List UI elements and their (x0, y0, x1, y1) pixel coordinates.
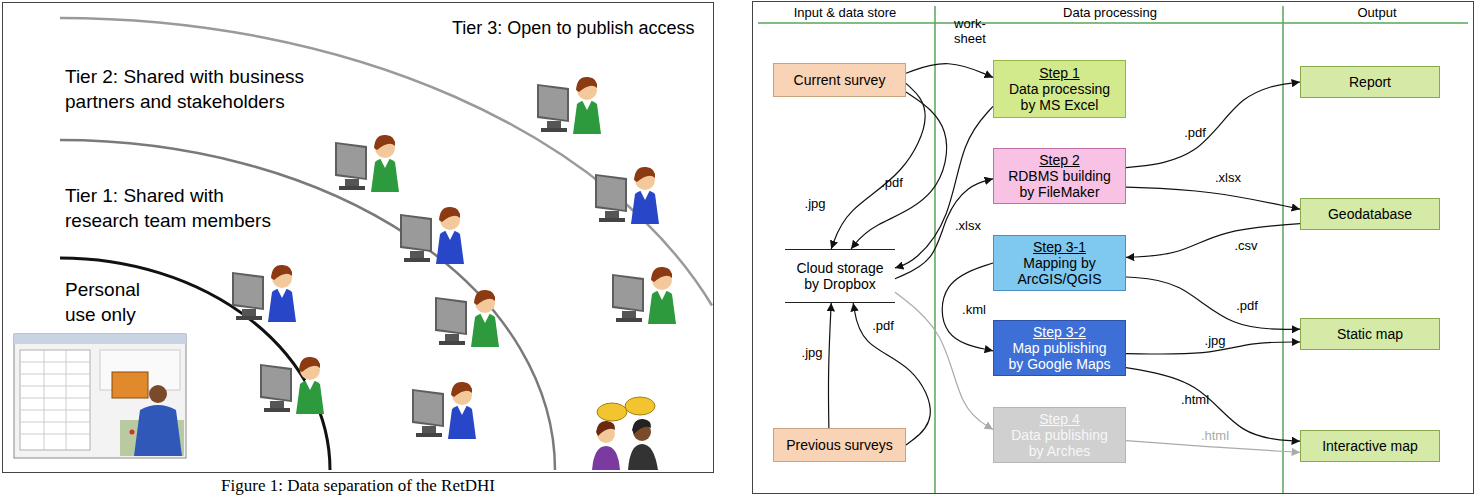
edge-label: .kml (958, 302, 990, 317)
box-text: Geodatabase (1328, 206, 1412, 222)
edge-label: work-sheet (948, 16, 992, 46)
box-text: RDBMS building by FileMaker (1006, 168, 1113, 200)
user-icon (400, 207, 464, 264)
box-text: Mapping by ArcGIS/QGIS (1006, 255, 1113, 287)
data-store: Cloud storage by Dropbox (785, 249, 895, 303)
box-text: Previous surveys (786, 437, 893, 453)
process-box: Step 3-1Mapping by ArcGIS/QGIS (993, 235, 1126, 291)
screenshot-illustration (14, 334, 186, 458)
box-text: Static map (1337, 326, 1403, 342)
flow-arrow (831, 83, 925, 249)
tier-label: Tier 3: Open to publish access (452, 16, 694, 40)
flow-arrow (1126, 277, 1300, 329)
user-icon (612, 267, 676, 324)
step-title: Step 4 (1039, 411, 1079, 427)
box-text: Interactive map (1322, 438, 1418, 454)
panel-frame (753, 2, 1474, 494)
flow-arrow (1126, 224, 1300, 258)
box-text: Cloud storage by Dropbox (789, 260, 891, 292)
tier-label: Tier 1: Shared with research team member… (65, 183, 300, 233)
box-text: Data publishing by Arches (1006, 427, 1113, 459)
screenshot-illustration (14, 334, 186, 458)
discussion-icon (592, 397, 658, 470)
output-box: Static map (1300, 318, 1440, 350)
edge-label: .pdf (877, 175, 907, 190)
process-box: Step 3-2Map publishing by Google Maps (993, 320, 1126, 376)
edge-label: .jpg (1200, 333, 1230, 348)
step-title: Step 3-1 (1033, 239, 1086, 255)
flow-arrow (851, 92, 947, 249)
screenshot-illustration (14, 334, 186, 344)
edge-label: .pdf (1232, 298, 1262, 313)
output-box: Interactive map (1300, 430, 1440, 462)
user-icon (595, 167, 659, 224)
column-divider (758, 22, 1468, 24)
figure-caption: Figure 1: Data separation of the RetDHI (58, 476, 658, 495)
flow-arrow (906, 64, 993, 78)
flow-arrow (1126, 82, 1300, 168)
user-icon (412, 382, 476, 439)
edge-label: .jpg (797, 345, 827, 360)
flow-arrow (895, 179, 993, 279)
input-box: Previous surveys (773, 428, 906, 462)
screenshot-illustration (20, 350, 90, 450)
flow-arrow (853, 303, 930, 445)
flow-arrow (1126, 187, 1300, 209)
tier-label: Tier 2: Shared with business partners an… (65, 64, 355, 114)
step-title: Step 1 (1039, 65, 1079, 81)
box-text: Map publishing by Google Maps (1006, 340, 1113, 372)
column-divider (758, 6, 1468, 493)
discussion-icon (628, 444, 658, 470)
output-box: Report (1300, 66, 1440, 98)
flow-arrow (942, 263, 993, 351)
column-divider (934, 6, 936, 493)
edge-label: .xlsx (950, 218, 986, 233)
discussion-icon (596, 421, 615, 436)
column-header: Data processing (940, 5, 1280, 20)
screenshot-illustration (149, 385, 167, 403)
box-text: Report (1349, 74, 1391, 90)
process-box: Step 4Data publishing by Arches (993, 407, 1126, 463)
user-icon (435, 290, 499, 347)
edge-label: .csv (1230, 238, 1262, 253)
tier-arc (60, 18, 712, 306)
screenshot-illustration (20, 350, 90, 450)
output-box: Geodatabase (1300, 198, 1440, 230)
user-icon (335, 135, 399, 192)
user-icon (232, 265, 296, 322)
discussion-icon (632, 419, 651, 434)
step-title: Step 2 (1039, 152, 1079, 168)
process-box: Step 1Data processing by MS Excel (993, 60, 1126, 118)
panel-frame (3, 3, 714, 473)
tier-arc (60, 140, 555, 470)
edge-label: .html (1175, 392, 1215, 407)
screenshot-illustration (134, 405, 182, 456)
column-header: Output (1287, 5, 1467, 20)
column-header: Input & data store (760, 5, 930, 20)
user-icon (260, 357, 324, 414)
step-title: Step 3-2 (1033, 324, 1086, 340)
edge-label: .xlsx (1210, 170, 1246, 185)
screenshot-illustration (112, 372, 148, 398)
discussion-icon (592, 446, 620, 470)
column-divider (1282, 6, 1284, 493)
flow-arrow (828, 303, 831, 428)
discussion-icon (625, 397, 655, 415)
edge-label: .jpg (800, 196, 830, 211)
discussion-icon (597, 403, 627, 421)
edge-label: .pdf (868, 318, 898, 333)
edge-label: .html (1195, 428, 1235, 443)
process-box: Step 2RDBMS building by FileMaker (993, 148, 1126, 204)
tier-label: Personal use only (65, 277, 175, 327)
box-text: Data processing by MS Excel (1006, 81, 1113, 113)
flow-arrow (895, 106, 993, 268)
flow-arrow (895, 292, 993, 429)
screenshot-illustration (130, 430, 135, 435)
user-icon (537, 77, 601, 134)
input-box: Current survey (773, 63, 906, 97)
edge-label: .pdf (1180, 125, 1210, 140)
box-text: Current survey (794, 72, 886, 88)
